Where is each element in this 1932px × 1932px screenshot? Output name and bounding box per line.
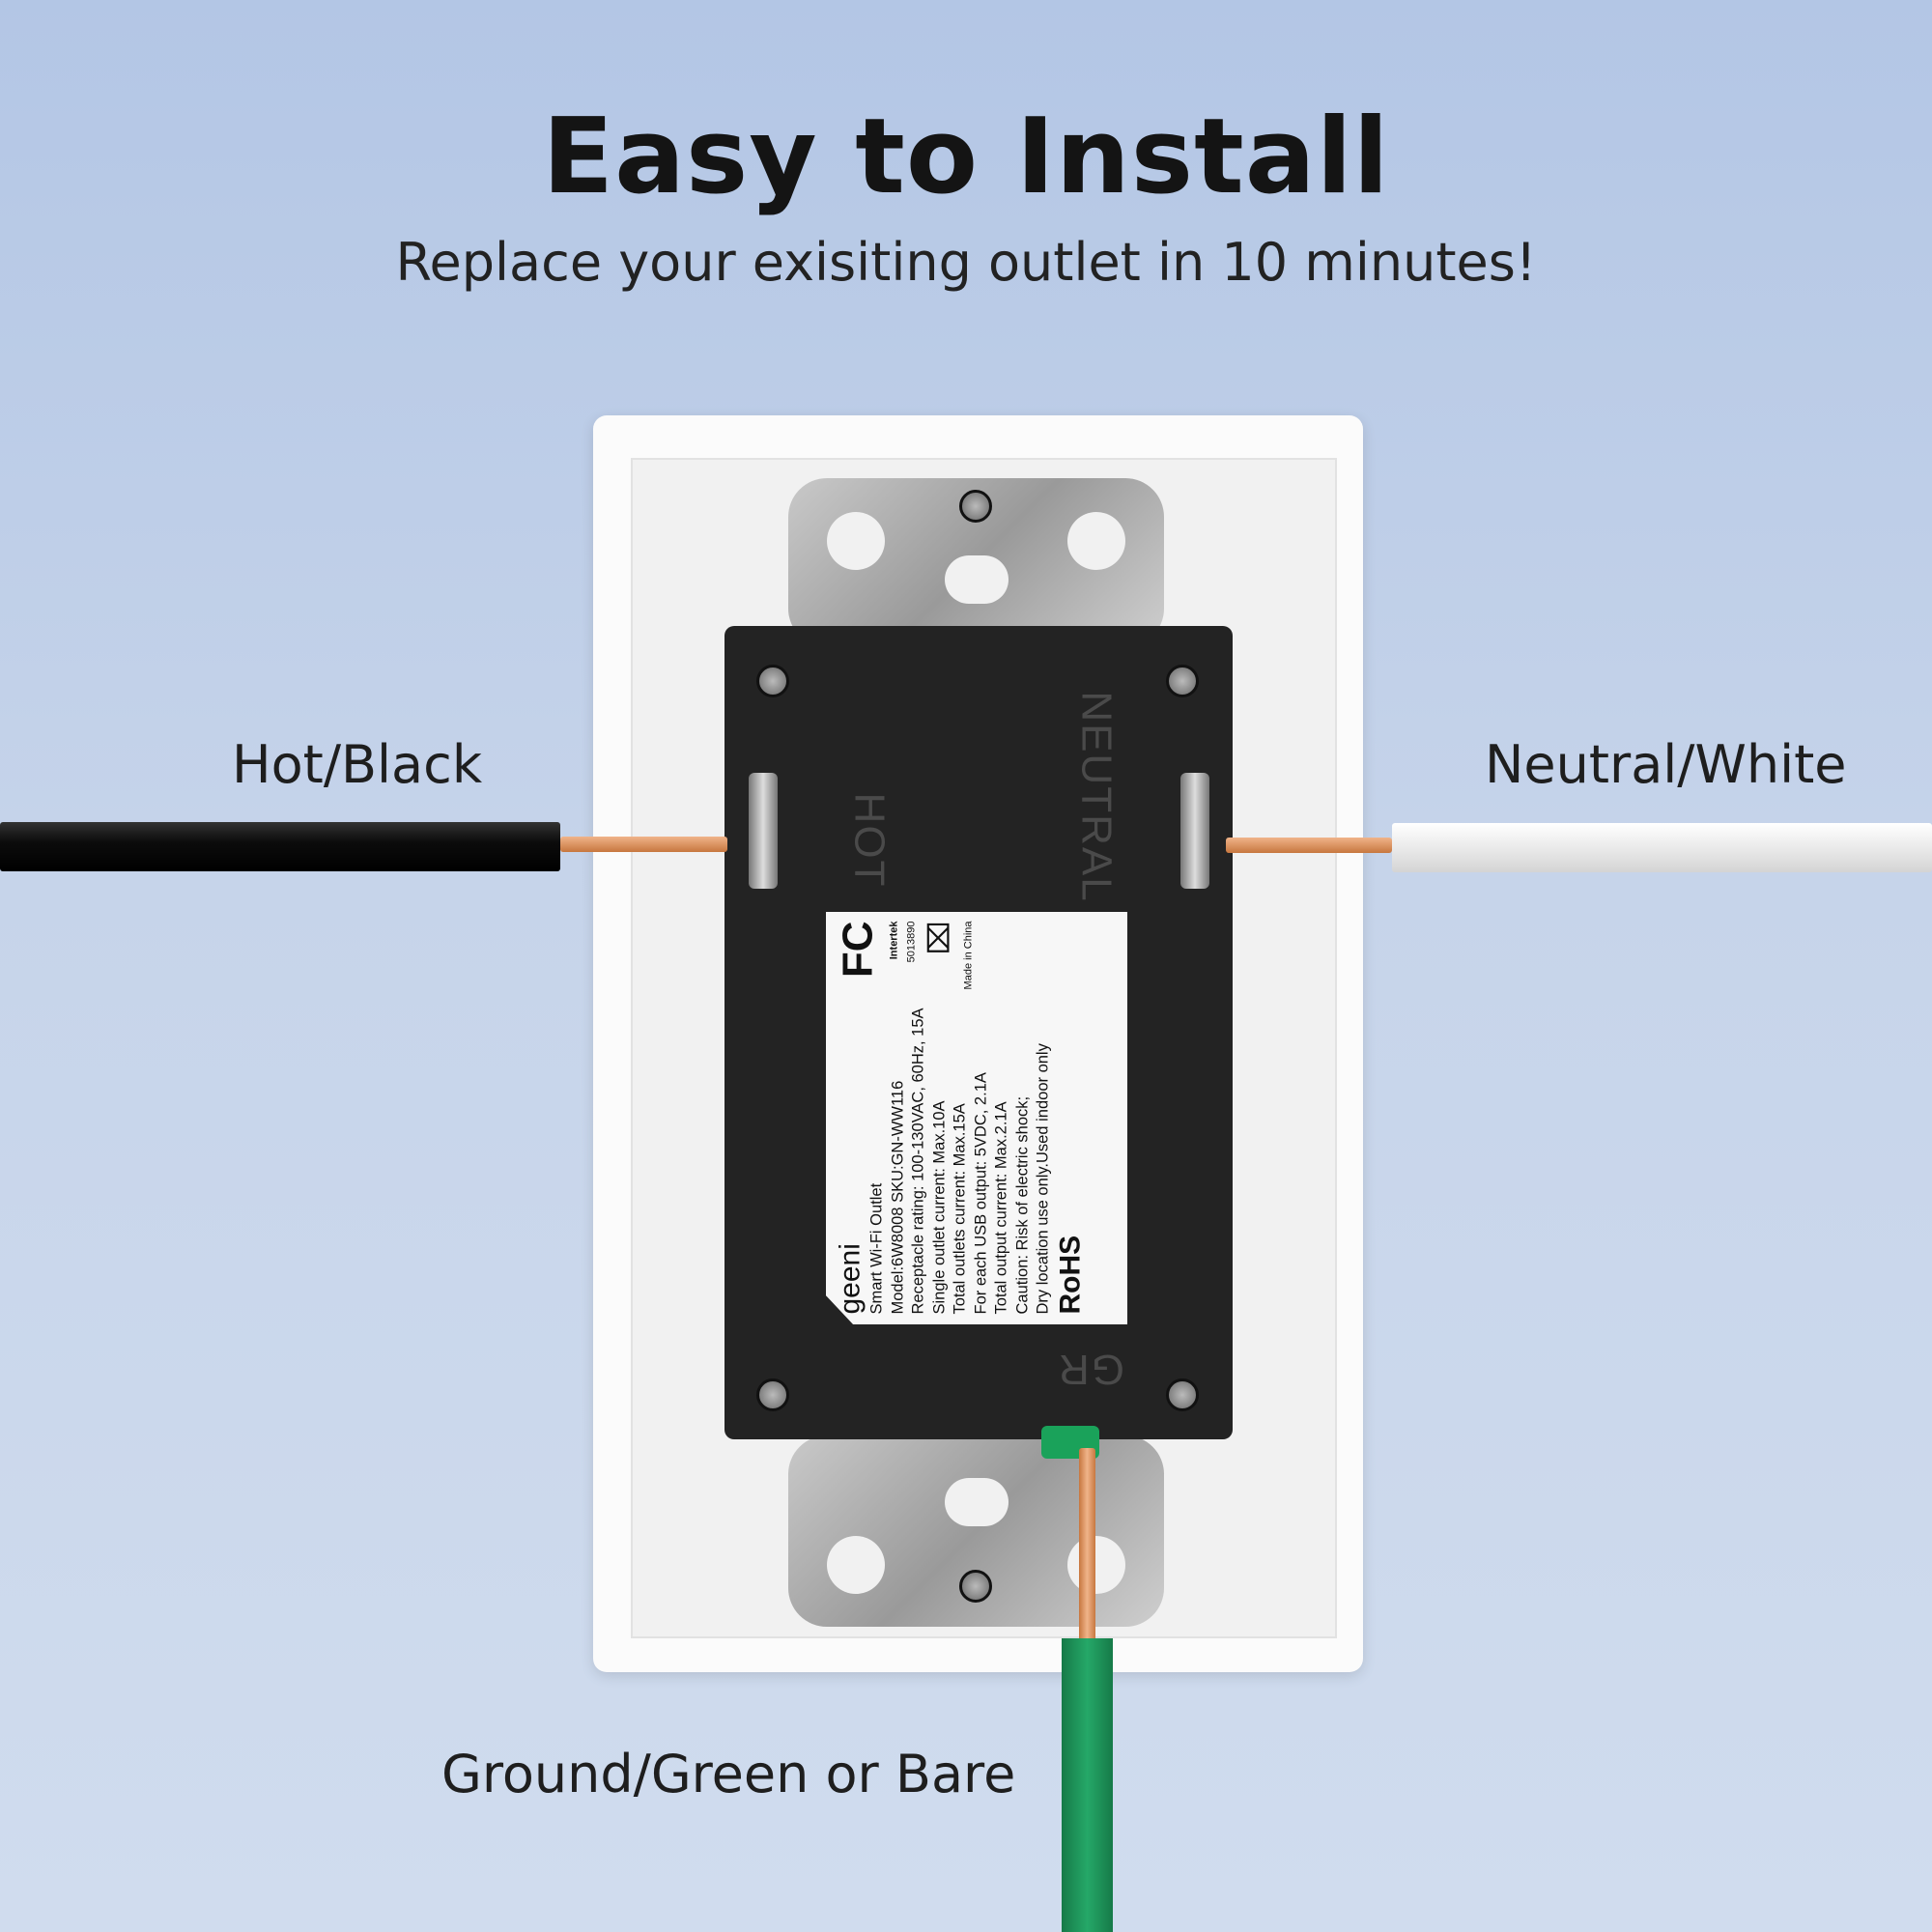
neutral-wire-label: Neutral/White bbox=[1485, 734, 1847, 795]
label-line: Receptacle rating: 100-130VAC, 60Hz, 15A bbox=[909, 1008, 927, 1315]
ground-copper-conductor bbox=[1079, 1448, 1095, 1641]
ground-wire-label: Ground/Green or Bare bbox=[441, 1744, 1016, 1804]
intertek-mark: Intertek bbox=[888, 921, 900, 960]
page-title: Easy to Install bbox=[542, 97, 1390, 217]
neutral-wire bbox=[1392, 823, 1932, 872]
hot-terminal-screw bbox=[749, 773, 778, 889]
strap-slot bbox=[945, 1478, 1009, 1526]
label-line: Caution: Risk of electric shock; bbox=[1013, 1095, 1031, 1315]
label-line: For each USB output: 5VDC, 2.1A bbox=[972, 1072, 989, 1315]
screw-icon bbox=[756, 1378, 789, 1411]
product-label: geeni Smart Wi-Fi Outlet Model:6W8008 SK… bbox=[826, 912, 1127, 1324]
ground-wire bbox=[1062, 1638, 1113, 1932]
intertek-number: 5013890 bbox=[905, 921, 918, 963]
hot-copper-conductor bbox=[560, 837, 727, 852]
screw-icon bbox=[1166, 665, 1199, 697]
screw-icon bbox=[756, 665, 789, 697]
strap-screw-icon bbox=[959, 490, 992, 523]
rohs-mark: RoHS bbox=[1054, 1235, 1086, 1315]
strap-hole bbox=[827, 512, 885, 570]
ground-marking: GR bbox=[1057, 1346, 1124, 1393]
made-in-label: Made in China bbox=[962, 921, 975, 990]
label-line: Total output current: Max.2.1A bbox=[992, 1101, 1010, 1315]
fcc-logo: FC bbox=[834, 921, 882, 979]
strap-hole bbox=[1067, 512, 1125, 570]
neutral-copper-conductor bbox=[1226, 838, 1392, 853]
weee-bin-icon: ⌧ bbox=[923, 921, 956, 955]
hot-marking: HOT bbox=[845, 792, 894, 889]
label-line: Smart Wi-Fi Outlet bbox=[867, 1182, 886, 1315]
label-line: Total outlets current: Max.15A bbox=[951, 1103, 969, 1315]
neutral-marking: NEUTRAL bbox=[1072, 691, 1121, 903]
label-line: Single outlet current: Max.10A bbox=[930, 1100, 948, 1315]
brand-logo: geeni bbox=[834, 1243, 867, 1315]
strap-hole bbox=[1067, 1536, 1125, 1594]
hot-wire bbox=[0, 822, 560, 871]
strap-hole bbox=[827, 1536, 885, 1594]
screw-icon bbox=[1166, 1378, 1199, 1411]
label-line: Dry location use only.Used indoor only bbox=[1034, 1043, 1052, 1315]
page-subtitle: Replace your exisiting outlet in 10 minu… bbox=[395, 232, 1537, 293]
strap-screw-icon bbox=[959, 1570, 992, 1603]
strap-slot bbox=[945, 555, 1009, 604]
neutral-terminal-screw bbox=[1180, 773, 1209, 889]
hot-wire-label: Hot/Black bbox=[232, 734, 483, 795]
label-line: Model:6W8008 SKU:GN-WW116 bbox=[889, 1080, 906, 1315]
